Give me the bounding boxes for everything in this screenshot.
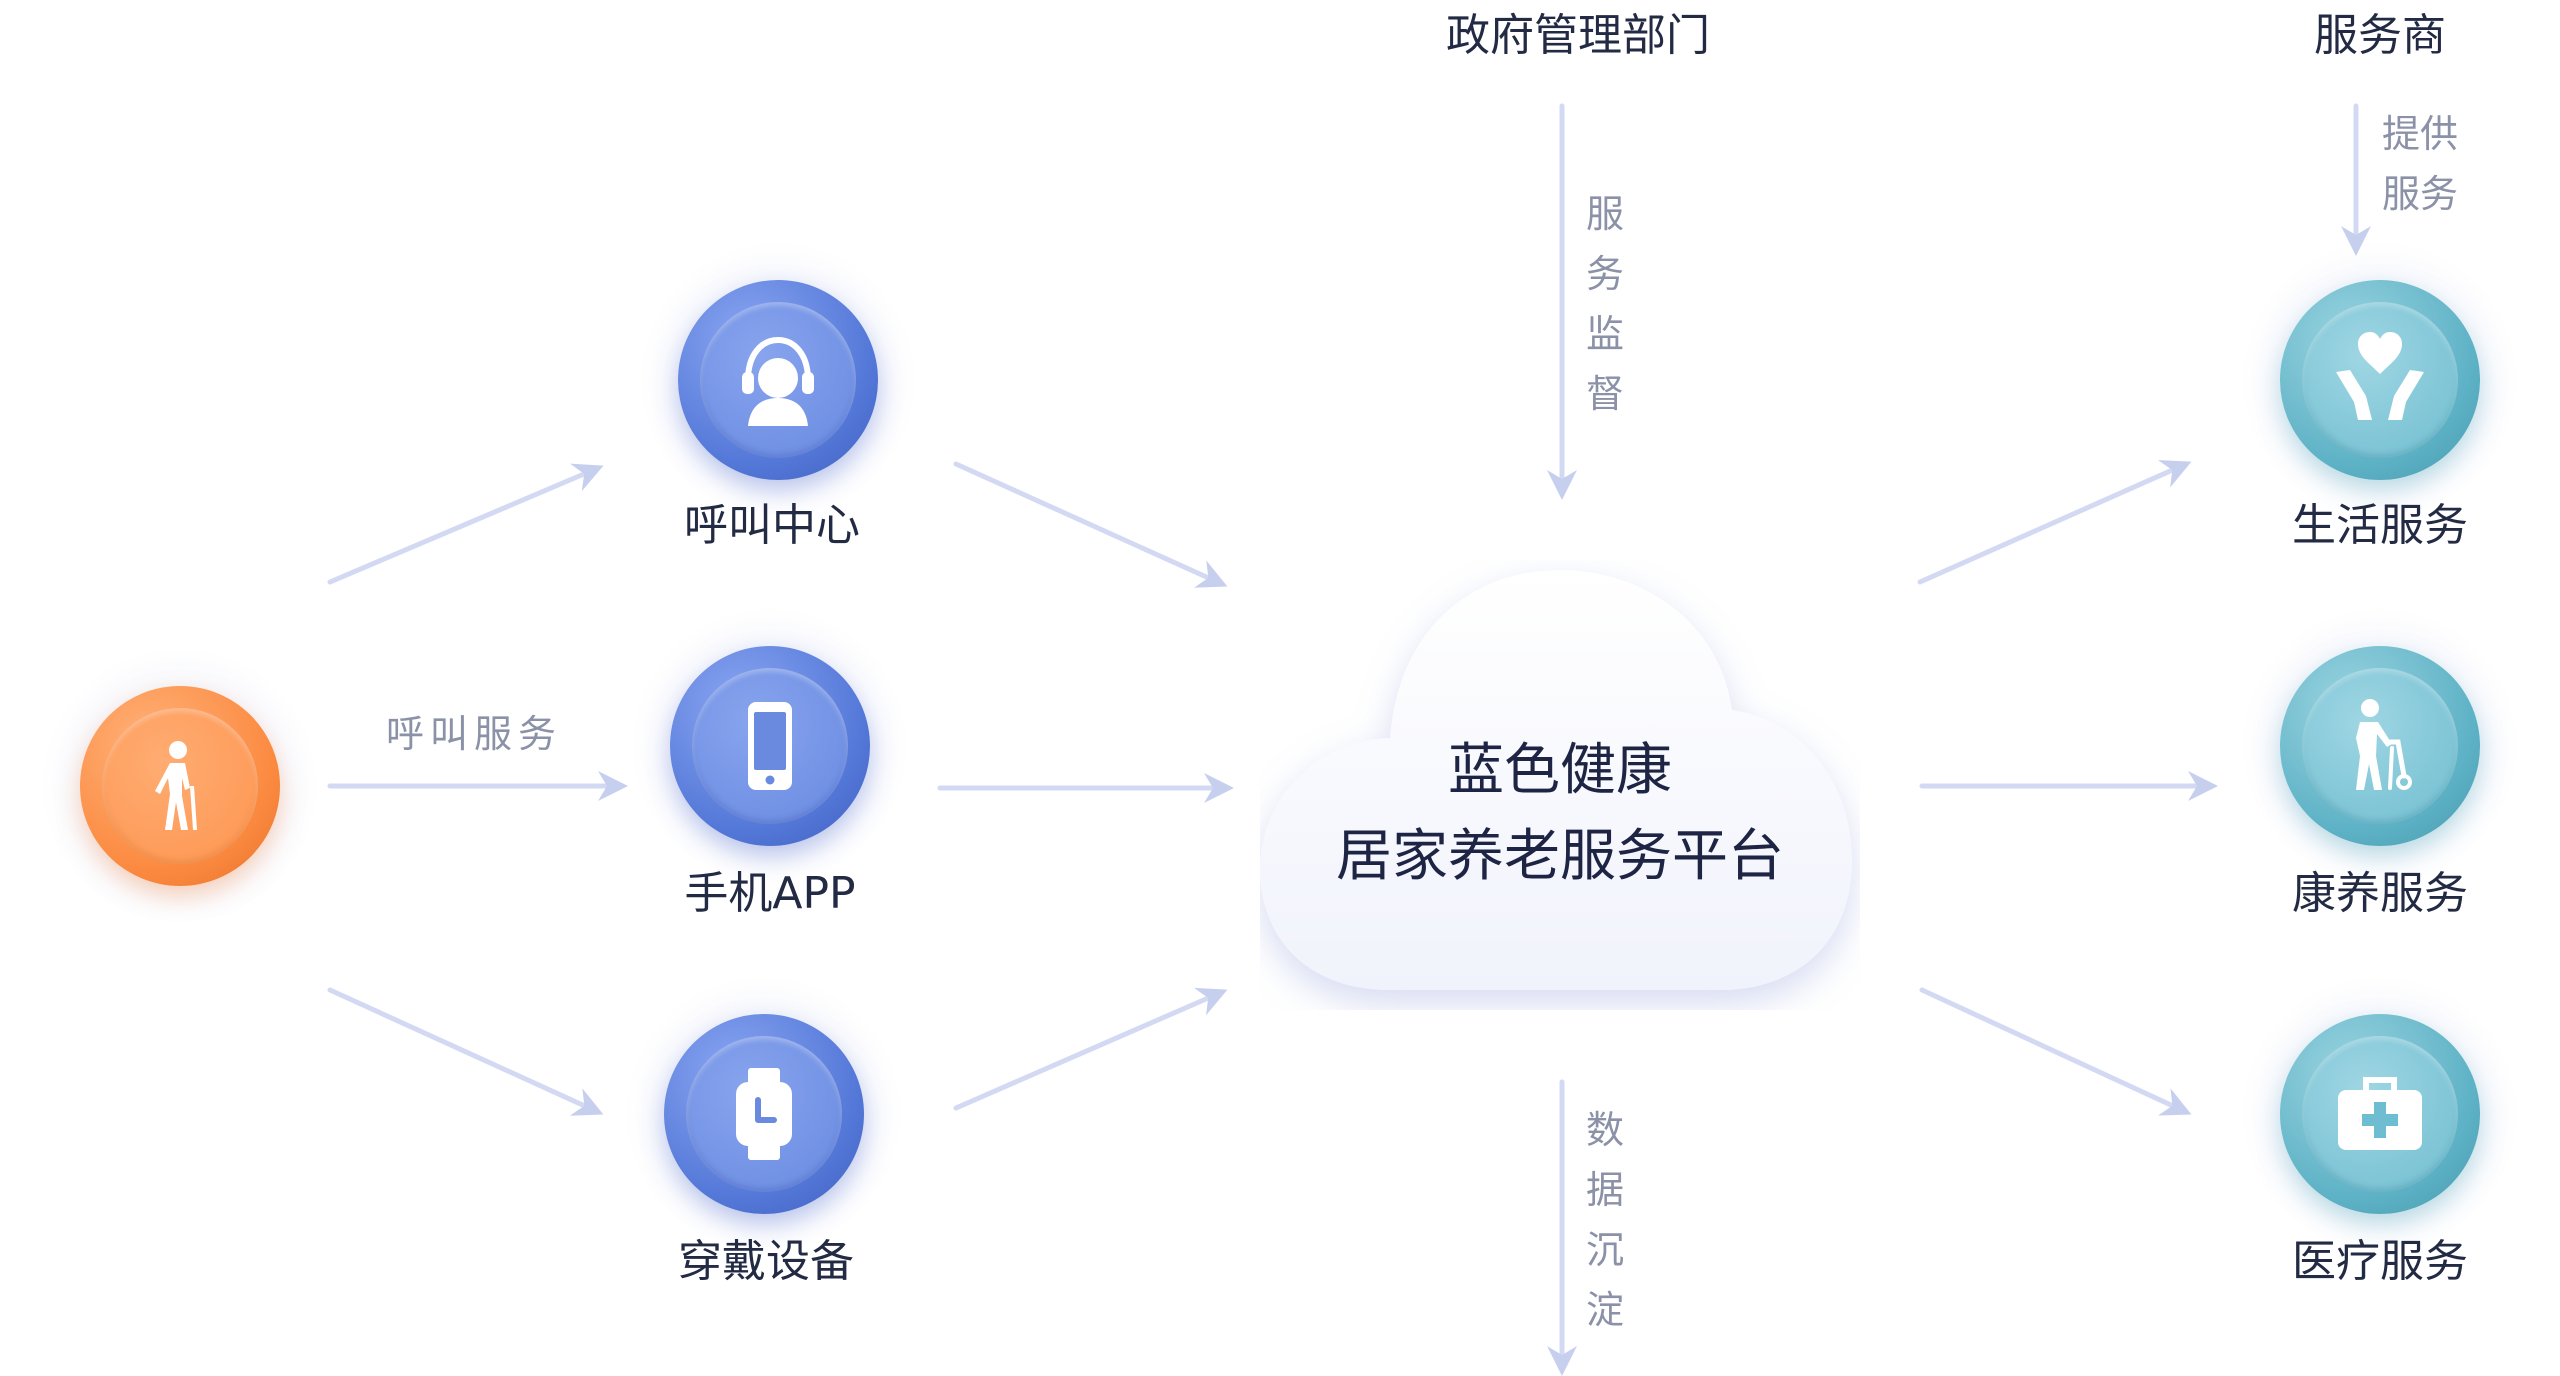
arrow-call-center-to-platform (953, 461, 1228, 588)
cloud-shape (1260, 570, 1852, 990)
arrow-platform-to-life-service (1917, 460, 2192, 585)
smartwatch-icon (736, 1068, 792, 1160)
government-label: 政府管理部门 (1446, 10, 1710, 61)
call-service-label: 呼叫服务 (386, 712, 563, 756)
providers-label: 服务商 (2314, 10, 2446, 61)
wellness-service-label: 康养服务 (2292, 868, 2468, 919)
arrow-wearable-to-platform (953, 987, 1228, 1111)
wellness-service-node (2240, 606, 2520, 886)
life-service-label: 生活服务 (2292, 500, 2468, 551)
platform-title-line1: 蓝色健康 (1448, 738, 1672, 803)
smartphone-icon (748, 702, 792, 790)
data-deposit-label: 数据沉淀 (1585, 1108, 1624, 1332)
platform-title-line2: 居家养老服务平台 (1336, 824, 1784, 889)
heart-hands-icon (2336, 332, 2424, 420)
arrow-platform-to-medical-service (1919, 987, 2192, 1116)
medical-service-label: 医疗服务 (2292, 1236, 2468, 1287)
medical-service-node (2240, 974, 2520, 1254)
call-center-node (638, 240, 918, 520)
headset-operator-icon (742, 336, 814, 426)
wearable-label: 穿戴设备 (678, 1236, 854, 1287)
app-node (630, 606, 910, 886)
elder-node (40, 646, 320, 926)
elderly-person-icon (155, 741, 197, 830)
arrow-elder-to-call-center (327, 463, 604, 585)
supervision-label: 服务监督 (1585, 192, 1624, 416)
medical-kit-icon (2338, 1077, 2422, 1150)
wearable-node (624, 974, 904, 1254)
app-label: 手机APP (684, 868, 856, 919)
arrow-elder-to-wearable (327, 987, 604, 1116)
life-service-node (2240, 240, 2520, 520)
call-center-label: 呼叫中心 (684, 500, 860, 551)
elderly-walker-icon (2356, 699, 2412, 790)
provide-service-label: 提供服务 (2381, 112, 2458, 216)
platform-cloud: 蓝色健康 居家养老服务平台 (1260, 560, 1860, 1010)
